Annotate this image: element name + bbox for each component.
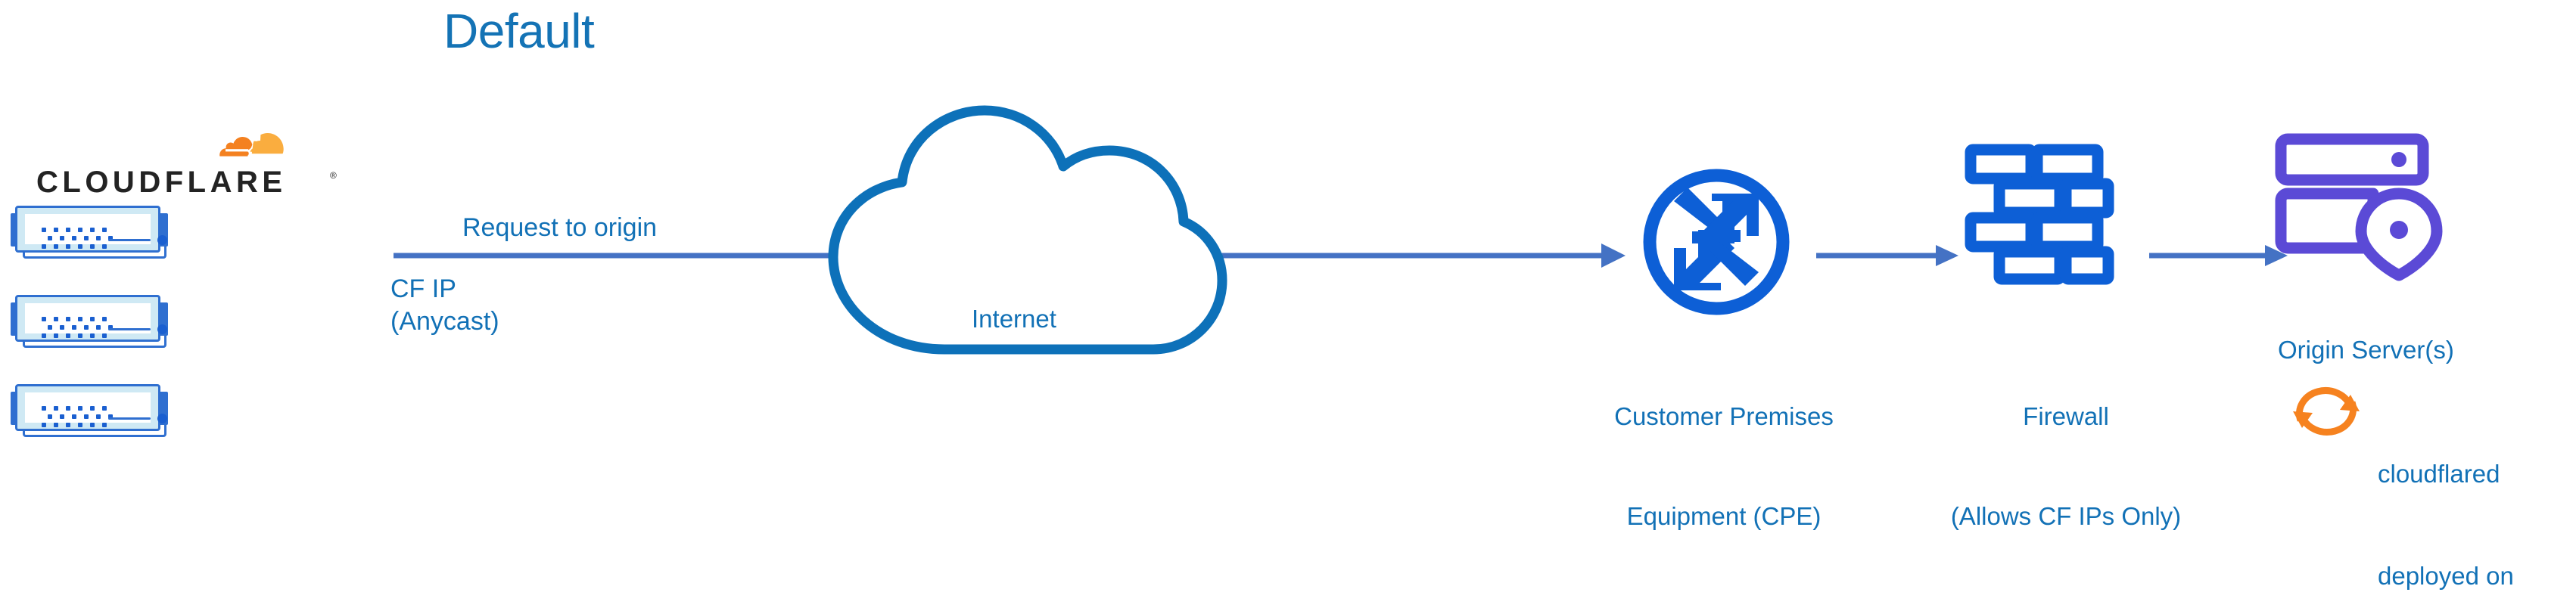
router-icon — [1643, 169, 1790, 315]
server-face — [25, 214, 167, 249]
svg-text:®: ® — [330, 170, 337, 181]
firewall-label-line-2: (Allows CF IPs Only) — [1950, 502, 2182, 530]
server-status-line — [108, 328, 151, 330]
cloudflare-server-1 — [11, 206, 170, 260]
cloudflare-wordmark: CLOUDFLARE ® — [36, 166, 337, 199]
server-body — [15, 384, 167, 431]
cpe-label-line-2: Equipment (CPE) — [1626, 502, 1822, 530]
firewall-label-line-1: Firewall — [2023, 402, 2109, 430]
server-vent-dots-icon — [42, 228, 113, 249]
brick-wall-icon — [1965, 144, 2114, 285]
server-vent-dots-icon — [42, 317, 113, 338]
origin-server-label: Origin Server(s) — [2278, 336, 2454, 364]
cf-ip-line-2: (Anycast) — [390, 307, 499, 336]
server-led-icon — [157, 414, 167, 423]
server-face — [25, 303, 167, 338]
cf-ip-anycast-label: CF IP (Anycast) — [390, 273, 499, 338]
svg-text:CLOUDFLARE: CLOUDFLARE — [36, 166, 287, 199]
page-title: Default — [443, 4, 595, 58]
server-rack-location-pin-icon — [2275, 133, 2443, 281]
cpe-label: Customer Premises Equipment (CPE) — [1565, 333, 1883, 600]
server-vent-dots-icon — [42, 406, 113, 427]
internet-cloud-icon — [828, 105, 1227, 355]
sync-arrows-icon — [2293, 387, 2360, 436]
cloudflared-note-line-2: deployed on — [2378, 562, 2514, 590]
server-led-icon — [157, 324, 167, 334]
cloudflare-server-3 — [11, 384, 170, 439]
connector-firewall-to-origin — [2149, 245, 2288, 266]
server-status-line — [108, 417, 151, 420]
cloudflare-server-2 — [11, 295, 170, 349]
cf-ip-line-1: CF IP — [390, 274, 456, 303]
cpe-label-line-1: Customer Premises — [1614, 402, 1834, 430]
server-body — [15, 295, 167, 342]
server-status-line — [108, 239, 151, 241]
connector-cpe-to-firewall — [1816, 245, 1958, 266]
internet-label: Internet — [972, 305, 1056, 333]
server-body — [15, 206, 167, 253]
cloudflare-logo: CLOUDFLARE ® — [36, 112, 347, 203]
cloudflared-note-label: cloudflared deployed on servers — [2378, 389, 2514, 614]
cloudflared-note-line-1: cloudflared — [2378, 460, 2500, 488]
cloudflare-cloud-icon — [219, 133, 284, 157]
request-to-origin-label: Request to origin — [462, 213, 658, 242]
server-led-icon — [157, 235, 167, 245]
server-face — [25, 392, 167, 427]
firewall-label: Firewall (Allows CF IPs Only) — [1903, 333, 2229, 600]
